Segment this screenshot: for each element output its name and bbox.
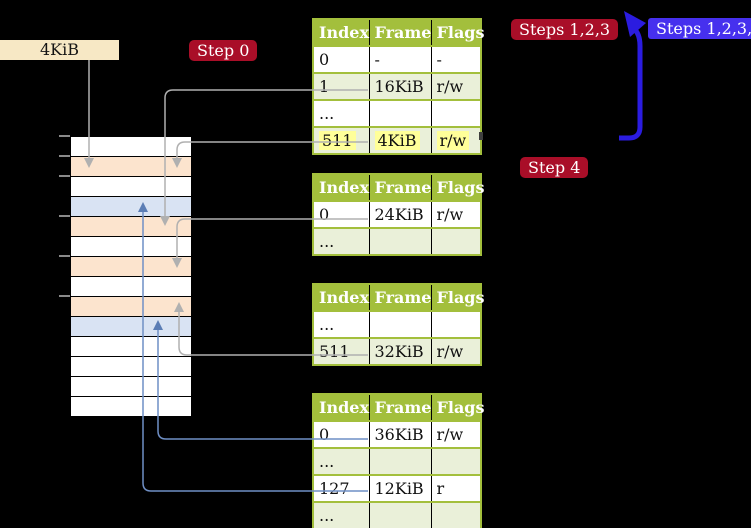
- steps-swoosh-arrow: [619, 25, 643, 141]
- cell-frame: [368, 447, 431, 475]
- table-row: ...: [313, 501, 481, 528]
- cell-index: ...: [313, 447, 369, 475]
- cell-flags: [430, 310, 481, 338]
- memory-tick: [59, 215, 70, 217]
- cell-frame: [368, 227, 431, 255]
- cell-index: 127: [313, 474, 369, 502]
- col-header-flags: Flags: [430, 394, 485, 422]
- table-row: 127 12KiB r: [313, 474, 481, 502]
- col-header-flags: Flags: [430, 174, 485, 202]
- table-header-row: Index Frame Flags: [313, 284, 485, 312]
- table-row: ...: [313, 310, 481, 338]
- cell-index: ...: [313, 310, 369, 338]
- cell-flags: -: [430, 45, 481, 73]
- step0-badge: Step 0: [189, 40, 258, 61]
- table-header-row: Index Frame Flags: [313, 174, 485, 202]
- cell-index: 1: [313, 72, 369, 100]
- cell-flags: [430, 227, 481, 255]
- memory-frame-row-6: [71, 257, 191, 277]
- cell-frame: 4KiB: [368, 126, 431, 154]
- page-table-1: Index Frame Flags 0 - - 1 16KiB r/w ... …: [312, 18, 485, 155]
- cell-flags: [430, 99, 481, 127]
- memory-frame-row-4: [71, 217, 191, 237]
- col-header-flags: Flags: [430, 284, 485, 312]
- memory-frame-row-1: [71, 157, 191, 177]
- cell-index: 0: [313, 420, 369, 448]
- memory-tick: [59, 135, 70, 137]
- cell-frame: 32KiB: [368, 337, 431, 365]
- table-row: ...: [313, 227, 481, 255]
- memory-frame-row-0: [71, 137, 191, 157]
- col-header-frame: Frame: [368, 19, 431, 47]
- highlight: 511: [319, 131, 356, 150]
- col-header-frame: Frame: [368, 394, 431, 422]
- col-header-frame: Frame: [368, 284, 431, 312]
- highlight: 4KiB: [374, 131, 420, 150]
- cell-frame: [368, 501, 431, 528]
- memory-tick: [59, 175, 70, 177]
- col-header-index: Index: [313, 284, 369, 312]
- table-header-row: Index Frame Flags: [313, 19, 485, 47]
- highlight: r/w: [436, 131, 470, 150]
- cell-index: 511: [313, 337, 369, 365]
- table-row: 0 - -: [313, 45, 481, 73]
- table-row: 1 16KiB r/w: [313, 72, 481, 100]
- table-header-row: Index Frame Flags: [313, 394, 485, 422]
- physical-memory-stack: [70, 136, 192, 417]
- cell-flags: r/w: [430, 72, 481, 100]
- memory-frame-row-8: [71, 297, 191, 317]
- memory-tick: [59, 255, 70, 257]
- table-row: ...: [313, 447, 481, 475]
- memory-frame-row-9: [71, 317, 191, 337]
- memory-frame-row-12: [71, 377, 191, 397]
- cell-frame: 16KiB: [368, 72, 431, 100]
- col-header-frame: Frame: [368, 174, 431, 202]
- table-row: 511 32KiB r/w: [313, 337, 481, 365]
- cell-frame: 12KiB: [368, 474, 431, 502]
- cell-index: 0: [313, 45, 369, 73]
- steps123-badge: Steps 1,2,3: [511, 19, 619, 40]
- page-table-4: Index Frame Flags 0 36KiB r/w ... 127 12…: [312, 393, 485, 528]
- cell-flags: r/w: [430, 337, 481, 365]
- table-row-highlighted: 511 4KiB r/w: [313, 126, 481, 154]
- memory-frame-row-13: [71, 397, 191, 416]
- cell-index: 511: [313, 126, 369, 154]
- cell-flags: [430, 447, 481, 475]
- page-size-label: 4KiB: [0, 40, 119, 60]
- memory-frame-row-2: [71, 177, 191, 197]
- memory-frame-row-5: [71, 237, 191, 257]
- cell-index: ...: [313, 501, 369, 528]
- cell-index: ...: [313, 227, 369, 255]
- memory-frame-row-11: [71, 357, 191, 377]
- page-table-3: Index Frame Flags ... 511 32KiB r/w: [312, 283, 485, 366]
- memory-frame-row-3: [71, 197, 191, 217]
- cell-frame: [368, 99, 431, 127]
- memory-tick: [59, 155, 70, 157]
- cell-flags: r/w: [430, 126, 481, 154]
- cell-frame: 24KiB: [368, 200, 431, 228]
- arrowhead-up-left-icon: [624, 11, 646, 37]
- col-header-flags: Flags: [430, 19, 485, 47]
- cell-flags: r/w: [430, 420, 481, 448]
- cell-frame: [368, 310, 431, 338]
- steps1234-badge: Steps 1,2,3,4: [648, 18, 751, 39]
- cell-index: ...: [313, 99, 369, 127]
- col-header-index: Index: [313, 394, 369, 422]
- page-table-2: Index Frame Flags 0 24KiB r/w ...: [312, 173, 485, 256]
- cell-frame: 36KiB: [368, 420, 431, 448]
- cell-flags: [430, 501, 481, 528]
- cell-flags: r/w: [430, 200, 481, 228]
- col-header-index: Index: [313, 19, 369, 47]
- memory-tick: [59, 295, 70, 297]
- cell-index: 0: [313, 200, 369, 228]
- memory-frame-row-10: [71, 337, 191, 357]
- table-row: 0 24KiB r/w: [313, 200, 481, 228]
- step4-badge: Step 4: [520, 157, 589, 178]
- table-row: ...: [313, 99, 481, 127]
- memory-frame-row-7: [71, 277, 191, 297]
- col-header-index: Index: [313, 174, 369, 202]
- cell-flags: r: [430, 474, 481, 502]
- table-row: 0 36KiB r/w: [313, 420, 481, 448]
- cell-frame: -: [368, 45, 431, 73]
